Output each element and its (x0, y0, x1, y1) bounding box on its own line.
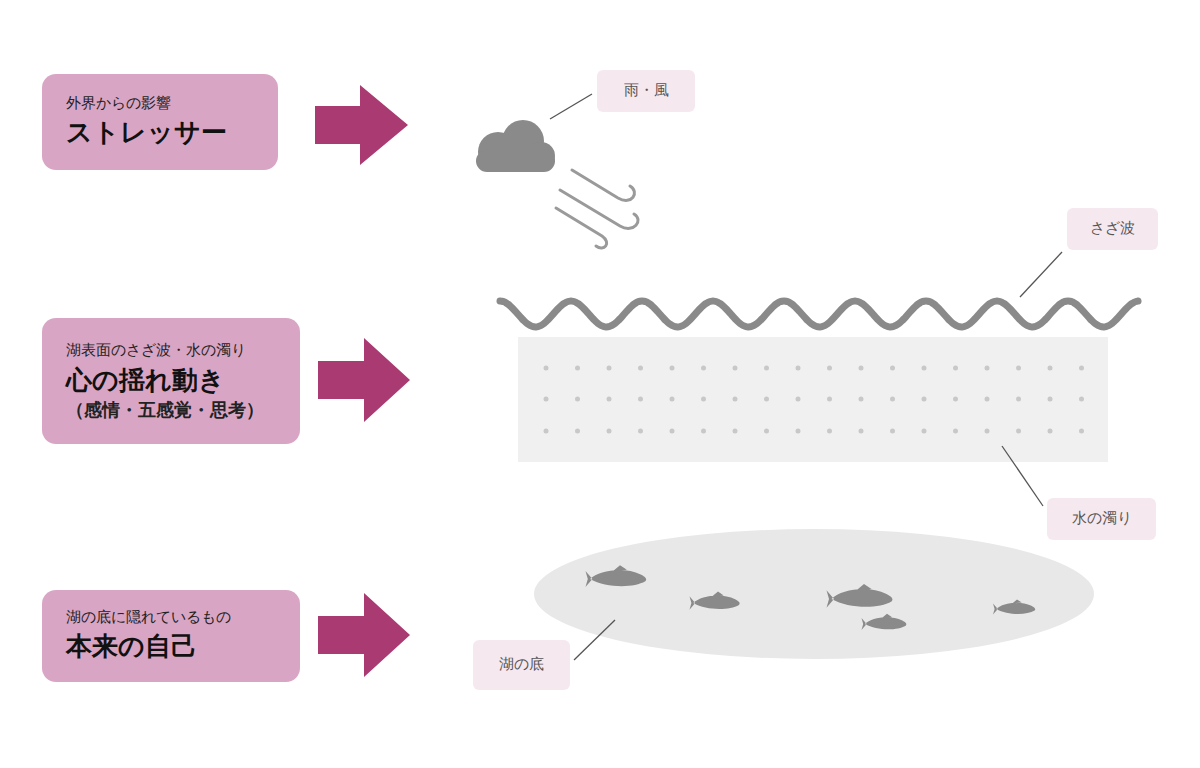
water-dot (733, 366, 738, 371)
box-heading: ストレッサー (66, 115, 227, 150)
water-dot (575, 366, 580, 371)
box-text: 外界からの影響 (66, 94, 171, 114)
callout-label: 湖の底 (473, 640, 570, 690)
water-dot (796, 397, 801, 402)
water-dot (985, 366, 990, 371)
water-dot (922, 397, 927, 402)
water-dot (922, 429, 927, 434)
water-dot (1016, 429, 1021, 434)
block-arrow (318, 338, 410, 422)
callout-label: 雨・風 (597, 70, 695, 112)
water-dot (544, 366, 549, 371)
water-dot (544, 397, 549, 402)
water-dot (1079, 397, 1084, 402)
leader-lines (550, 94, 1062, 660)
water-dot (764, 397, 769, 402)
water-dot (764, 366, 769, 371)
water-dot (1016, 366, 1021, 371)
lake-bottom (534, 529, 1094, 659)
callout-label: さざ波 (1067, 208, 1158, 250)
water-dot (701, 397, 706, 402)
water-dot (859, 397, 864, 402)
fish-group (586, 565, 1036, 630)
water-dot (670, 397, 675, 402)
water-dot (827, 366, 832, 371)
water-dot (922, 366, 927, 371)
box-text: 湖の底 (499, 655, 544, 675)
water-dot (733, 397, 738, 402)
box-text: 湖表面のさざ波・水の濁り (66, 341, 246, 361)
water-dot (1079, 366, 1084, 371)
water-dot (670, 366, 675, 371)
box-heading: 本来の自己 (66, 629, 197, 664)
box-text: 雨・風 (624, 81, 669, 101)
water-dot (985, 397, 990, 402)
water-dot (701, 429, 706, 434)
wind-icon (556, 170, 638, 248)
water-dot (796, 429, 801, 434)
water-dot (859, 429, 864, 434)
water-dot (1016, 397, 1021, 402)
water-dot (764, 429, 769, 434)
water-dot (607, 397, 612, 402)
water-dot (1079, 429, 1084, 434)
water-dot (827, 429, 832, 434)
water-dot (985, 429, 990, 434)
water-dots (544, 366, 1085, 434)
water-dot (953, 366, 958, 371)
fish-icon (993, 599, 1035, 614)
block-arrow (315, 85, 408, 165)
box-heading: （感情・五感覚・思考） (66, 398, 264, 421)
water-dot (953, 397, 958, 402)
water-dot (827, 397, 832, 402)
category-box: 湖の底に隠れているもの本来の自己 (42, 590, 300, 682)
water-dot (1048, 397, 1053, 402)
water-dot (575, 397, 580, 402)
box-text: 水の濁り (1072, 509, 1132, 529)
water-dot (890, 366, 895, 371)
water-dot (796, 366, 801, 371)
callout-label: 水の濁り (1047, 498, 1156, 540)
category-box: 湖表面のさざ波・水の濁り心の揺れ動き（感情・五感覚・思考） (42, 318, 300, 444)
water-dot (733, 429, 738, 434)
water-dot (575, 429, 580, 434)
box-text: 湖の底に隠れているもの (66, 608, 231, 628)
ripple-wave (500, 301, 1138, 327)
water-dot (638, 429, 643, 434)
water-dot (890, 429, 895, 434)
category-box: 外界からの影響ストレッサー (42, 74, 278, 170)
fish-icon (827, 584, 893, 608)
water-dot (890, 397, 895, 402)
water-dot (638, 366, 643, 371)
block-arrow (318, 593, 410, 677)
fish-icon (862, 614, 907, 630)
water-dot (859, 366, 864, 371)
fish-icon (690, 592, 740, 610)
box-heading: 心の揺れ動き (66, 363, 225, 398)
fish-icon (586, 565, 647, 587)
water-dot (607, 429, 612, 434)
water-dot (607, 366, 612, 371)
water-dot (1048, 429, 1053, 434)
cloud-icon (476, 120, 555, 172)
water-dot (544, 429, 549, 434)
water-dot (701, 366, 706, 371)
water-dot (953, 429, 958, 434)
water-dot (638, 397, 643, 402)
turbid-water (518, 337, 1108, 462)
box-text: さざ波 (1090, 219, 1135, 239)
water-dot (1048, 366, 1053, 371)
water-dot (670, 429, 675, 434)
